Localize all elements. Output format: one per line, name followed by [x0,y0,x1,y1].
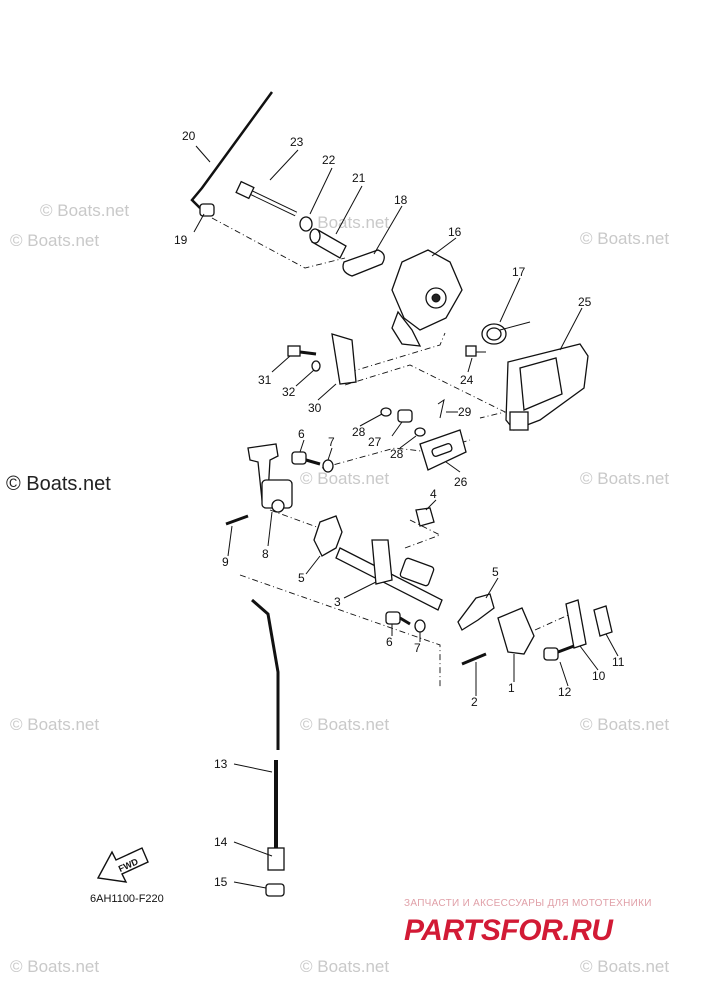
part-label-6: 6 [386,635,393,649]
part-label-15: 15 [214,875,228,889]
part-4-clip [415,507,435,527]
drawing-code: 6AH1100-F220 [90,893,164,905]
part-1-lever [497,607,535,655]
part-23-bolt [235,180,298,217]
part-label-1: 1 [508,681,515,695]
part-20-rod [190,91,274,209]
part-label-21: 21 [352,171,366,185]
part-6-bolt [385,611,411,626]
shop-logo: PARTSFOR.RU [404,914,614,947]
watermark: © Boats.net [300,469,389,488]
part-label-32: 32 [282,385,296,399]
part-label-19: 19 [174,233,188,247]
part-31-bolt [287,345,317,357]
part-5-cam [313,515,343,557]
watermark: © Boats.net [300,715,389,734]
part-label-3: 3 [334,595,341,609]
part-18-link [342,249,385,277]
part-label-10: 10 [592,669,606,683]
part-12-bolt [543,644,575,661]
part-label-29: 29 [458,405,472,419]
part-label-28: 28 [390,447,404,461]
part-16-cam [391,249,463,347]
watermark: © Boats.net [40,201,129,220]
part-8-lever [247,443,293,513]
part-label-31: 31 [258,373,272,387]
part-label-4: 4 [430,487,437,501]
part-label-17: 17 [512,265,526,279]
watermark: © Boats.net [580,229,669,248]
part-label-2: 2 [471,695,478,709]
part-label-5: 5 [492,565,499,579]
part-21-collar [309,228,347,259]
part-5-cam [457,593,495,631]
part-label-7: 7 [328,435,335,449]
part-label-26: 26 [454,475,468,489]
part-label-7: 7 [414,641,421,655]
watermark: © Boats.net [300,957,389,976]
watermark: © Boats.net [300,213,389,232]
watermark: © Boats.net [10,957,99,976]
part-2-pin [461,652,487,666]
part-label-20: 20 [182,129,196,143]
watermark-large: © Boats.net [6,473,111,495]
leader-lines [193,145,619,889]
part-30-plate [331,333,357,385]
parts [190,91,613,897]
part-29-pin [437,398,445,419]
fwd-arrow-icon: FWD [96,847,149,883]
part-19-clip [199,203,215,217]
part-22-washer [299,216,313,232]
part-10-plate [565,599,587,649]
watermark-layer: © Boats.net © Boats.net © Boats.net © Bo… [6,201,669,976]
part-25-bracket [505,343,589,431]
part-9-pin [225,514,249,526]
part-label-8: 8 [262,547,269,561]
watermark: © Boats.net [580,957,669,976]
shop-branding: ЗАПЧАСТИ И АКСЕССУАРЫ ДЛЯ МОТОТЕХНИКИ PA… [404,898,652,947]
part-label-12: 12 [558,685,572,699]
watermark: © Boats.net [10,231,99,250]
part-number-labels: 1 2 3 4 5 5 6 6 7 7 8 9 10 11 12 13 14 1… [174,129,625,889]
part-26-guide [419,429,467,471]
part-28-washer [380,407,392,417]
watermark: © Boats.net [580,715,669,734]
part-32-washer [311,360,321,372]
part-7-washer [414,619,426,633]
part-7-washer [322,459,334,473]
part-label-6: 6 [298,427,305,441]
part-11-plate [593,605,613,637]
part-27-collar [397,409,413,423]
part-14-nut [267,847,285,871]
part-label-23: 23 [290,135,304,149]
part-label-24: 24 [460,373,474,387]
part-label-22: 22 [322,153,336,167]
part-label-16: 16 [448,225,462,239]
part-15-nut [265,883,285,897]
part-17-spring [481,321,531,345]
part-13-rod [251,598,280,750]
shop-subtitle: ЗАПЧАСТИ И АКСЕССУАРЫ ДЛЯ МОТОТЕХНИКИ [404,898,652,909]
part-label-25: 25 [578,295,592,309]
part-label-13: 13 [214,757,228,771]
part-label-28: 28 [352,425,366,439]
part-label-18: 18 [394,193,408,207]
part-label-30: 30 [308,401,322,415]
part-3-shaft [335,539,443,611]
part-label-5: 5 [298,571,305,585]
part-label-9: 9 [222,555,229,569]
watermark: © Boats.net [10,715,99,734]
part-label-27: 27 [368,435,382,449]
part-24-screw [465,345,486,357]
part-label-14: 14 [214,835,228,849]
part-label-11: 11 [612,655,625,669]
watermark: © Boats.net [580,469,669,488]
part-28-washer [414,427,426,437]
part-6-bolt [291,451,321,466]
